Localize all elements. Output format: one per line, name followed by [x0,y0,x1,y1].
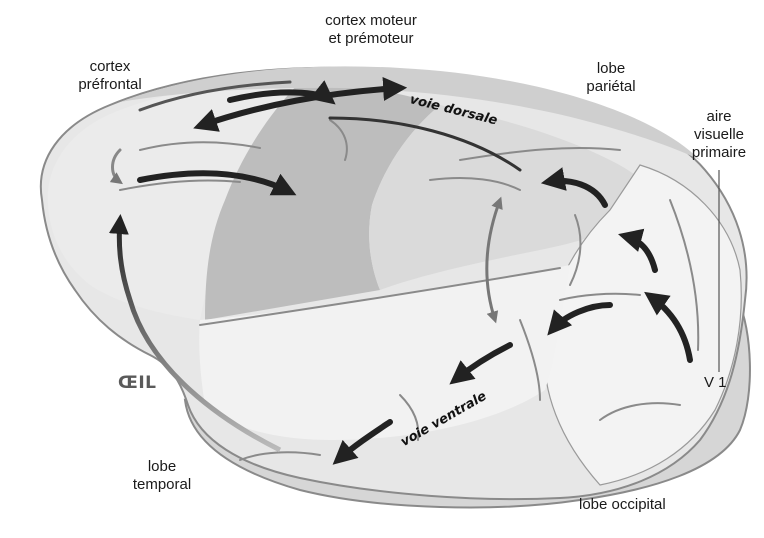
label-prefrontal: cortex préfrontal [60,58,160,94]
label-visual-line2: visuelle [678,126,760,144]
label-occipital: lobe occipital [579,496,666,514]
label-visual-line1: aire [678,108,760,126]
label-parietal-line2: pariétal [575,78,647,96]
label-motor-cortex: cortex moteur et prémoteur [292,12,450,48]
label-primary-visual: aire visuelle primaire [678,108,760,162]
label-temporal-line2: temporal [118,476,206,494]
label-v1: V 1 [704,374,727,392]
label-eye: ŒIL [118,373,157,393]
label-prefrontal-line1: cortex [60,58,160,76]
label-motor-line2: et prémoteur [292,30,450,48]
label-temporal-line1: lobe [118,458,206,476]
label-visual-line3: primaire [678,144,760,162]
label-parietal: lobe pariétal [575,60,647,96]
label-temporal: lobe temporal [118,458,206,494]
label-parietal-line1: lobe [575,60,647,78]
label-prefrontal-line2: préfrontal [60,76,160,94]
label-motor-line1: cortex moteur [292,12,450,30]
